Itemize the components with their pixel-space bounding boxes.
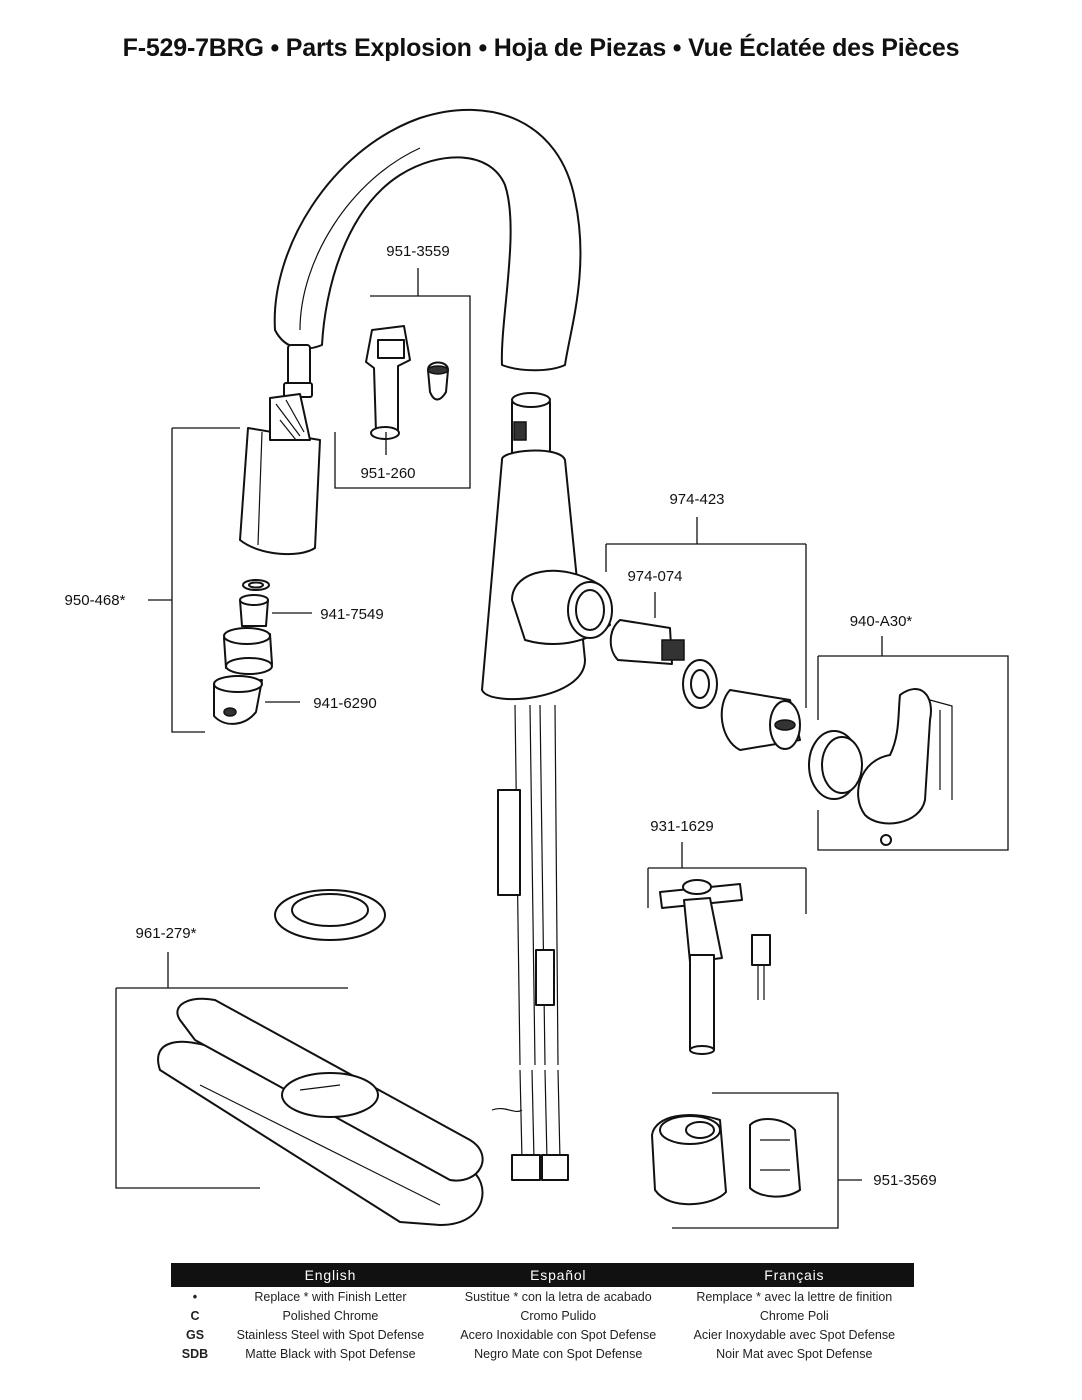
legend-row: C Polished Chrome Cromo Pulido Chrome Po…	[171, 1306, 914, 1325]
part-labels: 951-3559 951-260 950-468* 941-7549 941-6…	[65, 243, 937, 1189]
legend-code: SDB	[181, 1346, 209, 1361]
part-label-961-279: 961-279*	[136, 925, 197, 942]
cartridge-parts	[609, 619, 801, 751]
hose-connector	[283, 344, 313, 398]
gasket	[274, 889, 386, 941]
legend-english: Replace * with Finish Letter	[254, 1289, 407, 1304]
legend-row: • Replace * with Finish Letter Sustitue …	[171, 1287, 914, 1306]
base-nut	[651, 1114, 801, 1206]
legend-row: GS Stainless Steel with Spot Defense Ace…	[171, 1325, 914, 1344]
legend-english: Matte Black with Spot Defense	[245, 1346, 416, 1361]
mounting-bracket	[659, 879, 771, 1055]
part-label-951-3559: 951-3559	[386, 243, 449, 260]
legend-french: Chrome Poli	[759, 1308, 829, 1323]
part-label-951-3569: 951-3569	[873, 1172, 936, 1189]
legend-header-spanish: Español	[441, 1263, 675, 1287]
part-label-950-468: 950-468*	[65, 592, 126, 609]
legend-header-french: Français	[674, 1263, 914, 1287]
part-label-941-7549: 941-7549	[320, 606, 383, 623]
legend-code: C	[190, 1308, 200, 1323]
diverter-parts	[365, 325, 449, 440]
part-label-941-6290: 941-6290	[313, 695, 376, 712]
legend-spanish: Acero Inoxidable con Spot Defense	[460, 1327, 657, 1342]
supply-lines	[491, 704, 569, 1181]
part-label-974-074: 974-074	[627, 568, 682, 585]
legend-row: SDB Matte Black with Spot Defense Negro …	[171, 1344, 914, 1363]
part-label-940-A30: 940-A30*	[850, 613, 913, 630]
legend-english: Polished Chrome	[282, 1308, 379, 1323]
legend-spanish: Sustitue * con la letra de acabado	[464, 1289, 652, 1304]
legend-code: •	[192, 1289, 198, 1304]
parts-diagram: 951-3559 951-260 950-468* 941-7549 941-6…	[65, 108, 1009, 1229]
legend-spanish: Negro Mate con Spot Defense	[474, 1346, 643, 1361]
legend-spanish: Cromo Pulido	[520, 1308, 597, 1323]
legend-french: Noir Mat avec Spot Defense	[716, 1346, 873, 1361]
page-title: F-529-7BRG • Parts Explosion • Hoja de P…	[122, 34, 960, 62]
legend-french: Remplace * avec la lettre de finition	[696, 1289, 893, 1304]
spout	[273, 108, 582, 372]
aerator-parts	[213, 579, 273, 725]
legend-code: GS	[185, 1327, 205, 1342]
part-label-974-423: 974-423	[669, 491, 724, 508]
legend-header-english: English	[219, 1263, 442, 1287]
callout-lines	[115, 268, 1009, 1229]
finish-legend-table: English Español Français • Replace * wit…	[171, 1263, 914, 1363]
faucet-body	[481, 392, 613, 701]
legend-header-row: English Español Français	[171, 1263, 914, 1287]
legend-header-code	[171, 1263, 219, 1287]
part-label-951-260: 951-260	[360, 465, 415, 482]
handle	[808, 688, 953, 846]
spray-head	[239, 393, 321, 556]
legend-french: Acier Inoxydable avec Spot Defense	[693, 1327, 896, 1342]
part-label-931-1629: 931-1629	[650, 818, 713, 835]
escutcheon-plate	[157, 997, 484, 1226]
legend-english: Stainless Steel with Spot Defense	[236, 1327, 425, 1342]
